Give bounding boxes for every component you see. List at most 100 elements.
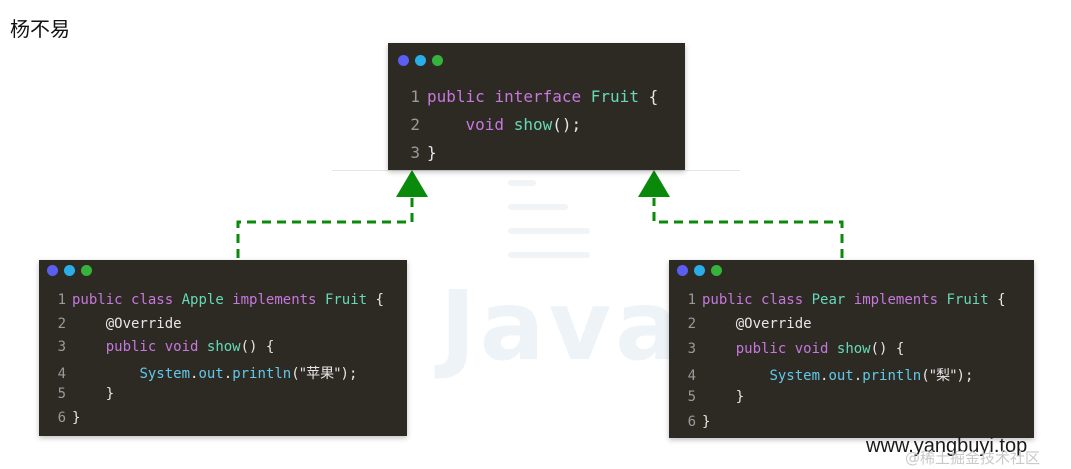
author-label: 杨不易 [10,17,70,41]
code-token: "梨" [929,367,957,384]
code-token [753,292,761,308]
code-line: 4 System.out.println("梨"); [669,365,974,385]
code-line: 2 void show(); [388,115,581,134]
code-token: public [427,87,485,106]
code-token: . [820,367,829,384]
code-token [581,87,591,106]
code-token: System [769,367,821,384]
line-number: 1 [687,292,696,308]
code-token: class [761,292,804,308]
green-dot-icon [711,265,722,276]
code-token [845,292,853,308]
code-token [702,316,736,332]
code-token: public [105,339,157,355]
java-watermark: Java [440,270,684,382]
code-token [828,341,836,357]
blue-dot-icon [398,55,409,66]
code-token [173,292,181,308]
line-number: 6 [687,413,696,430]
line-number: 1 [410,87,420,106]
code-token: show [206,339,241,355]
code-token: @Override [105,315,182,332]
code-token: interface [494,87,582,106]
code-line: 4 System.out.println("苹果"); [39,363,358,383]
code-line: 3 public void show() { [39,339,275,355]
line-number: 1 [57,292,66,308]
community-watermark: @稀土掘金技术社区 [905,449,1041,467]
code-token: Apple [181,292,224,308]
window-dots [47,265,92,276]
code-token: ); [956,367,974,384]
pear-implements-arrowhead [638,170,670,197]
code-token: void [465,115,505,134]
code-token [938,292,946,308]
code-token: ( [921,367,930,384]
cyan-dot-icon [64,265,75,276]
code-token [198,339,206,355]
code-token: Pear [811,292,846,308]
code-token: ); [340,365,358,382]
line-number: 3 [57,339,66,355]
code-token [786,341,794,357]
line-number: 2 [687,316,696,333]
code-line: 1 public class Apple implements Fruit { [39,292,384,308]
code-line: 5 } [39,386,115,402]
code-token: . [853,367,863,384]
window-dots [398,55,443,66]
code-token: System [139,365,191,382]
code-token: (); [552,115,582,134]
cyan-dot-icon [694,265,705,276]
apple-implements-connector [236,198,414,258]
code-token: @Override [735,316,812,333]
code-token: show [513,115,553,134]
code-token: out [828,367,854,384]
cyan-dot-icon [415,55,426,66]
code-line: 6} [669,413,711,430]
code-token: } [72,386,115,402]
code-token: { [367,292,384,308]
code-token: } [702,389,745,406]
code-token [485,87,495,106]
code-token: public [735,340,787,357]
code-token [72,316,106,332]
pear-implements-connector [652,198,844,258]
code-token [803,292,811,308]
code-token: Fruit [324,292,368,308]
code-token [156,339,164,355]
code-token: class [131,292,174,308]
code-token: () { [870,340,905,357]
code-token: println [862,367,922,384]
code-token: . [223,365,233,382]
code-token [702,368,769,384]
code-token: public [72,292,123,308]
code-line: 2 @Override [39,316,182,332]
green-dot-icon [432,55,443,66]
code-token [504,115,514,134]
watermark-lines [508,180,590,276]
code-token [123,292,131,308]
code-token [72,366,139,382]
blue-dot-icon [677,265,688,276]
code-token: implements [232,292,317,308]
code-token: "苹果" [299,365,341,382]
code-token: } [702,413,711,430]
code-token: { [638,87,659,106]
code-token: Fruit [590,87,639,106]
apple-class-card: 1 public class Apple implements Fruit {2 … [39,260,407,436]
code-token: ( [291,365,300,382]
code-token: println [232,365,292,382]
code-token [317,292,325,308]
code-line: 5 } [669,389,745,406]
code-line: 6} [39,409,81,426]
code-token: out [198,365,224,382]
code-token: } [427,143,437,162]
code-token: show [836,340,871,357]
line-number: 4 [57,365,66,382]
line-number: 2 [410,115,420,134]
code-token: Fruit [946,292,989,308]
line-number: 6 [57,409,66,426]
line-number: 3 [687,340,696,357]
